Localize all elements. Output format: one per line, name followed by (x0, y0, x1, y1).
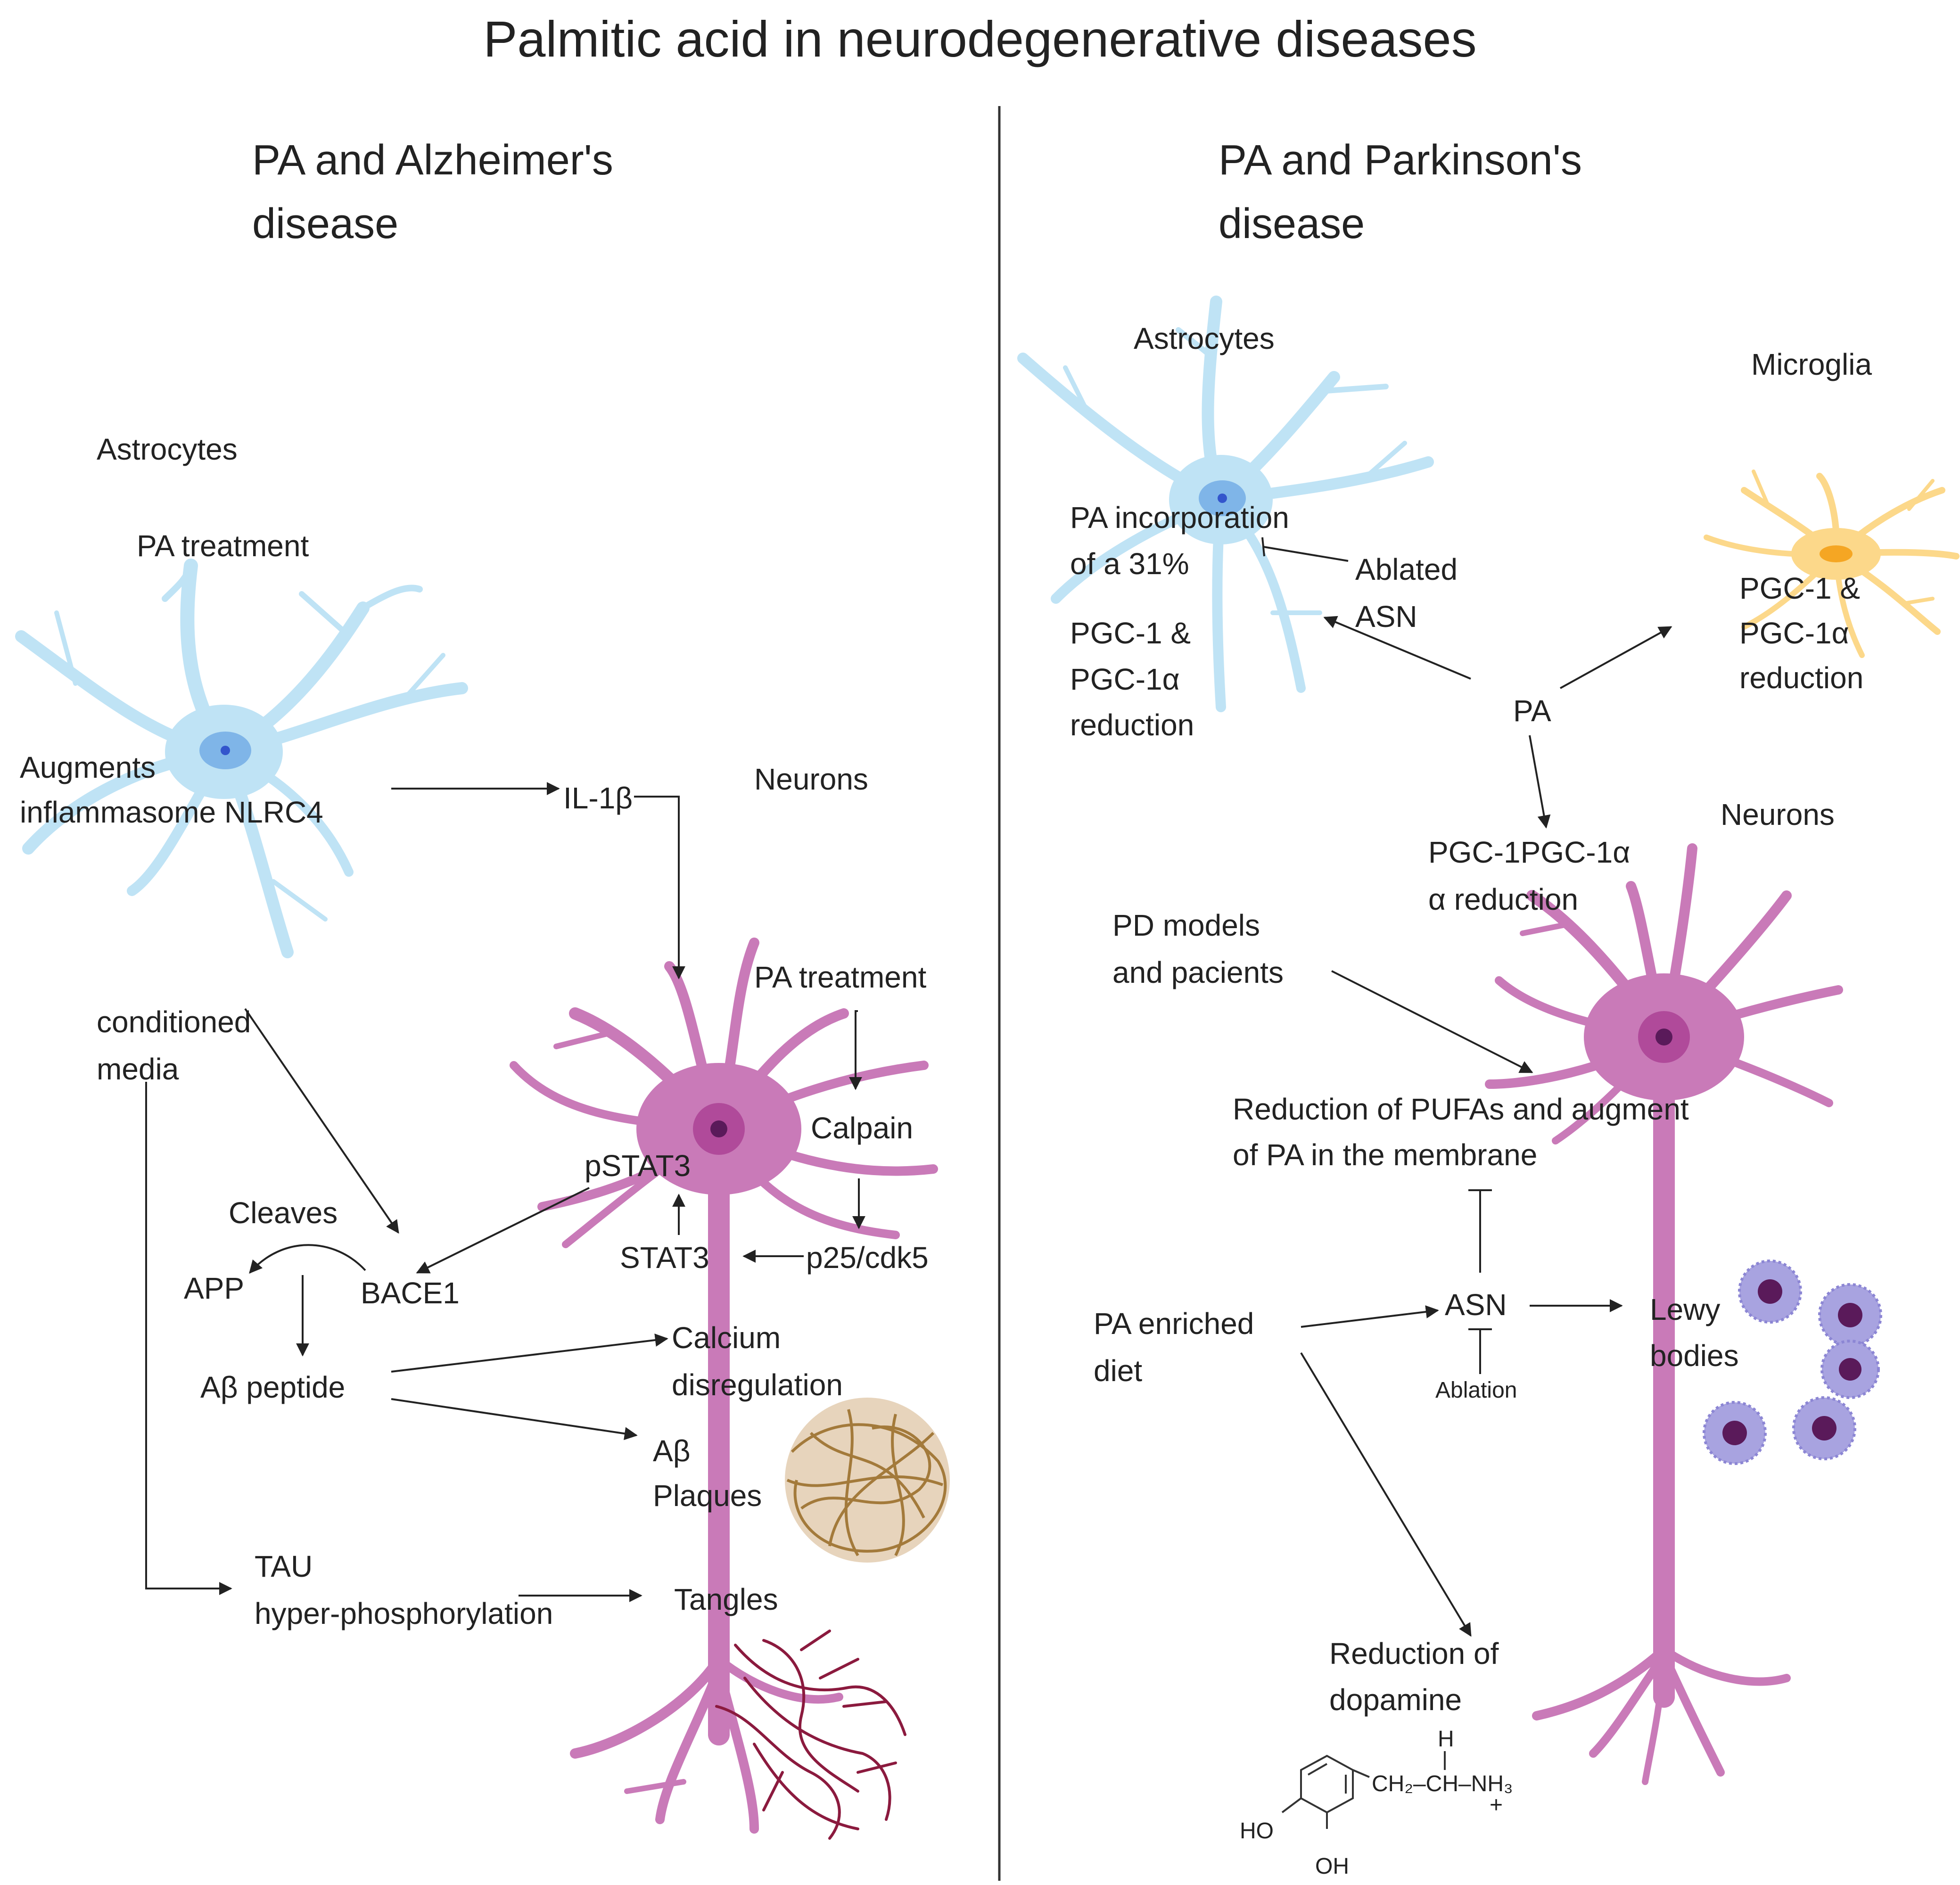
label-micro-pgc-line2: PGC-1α (1739, 616, 1849, 650)
label-tangles: Tangles (674, 1582, 778, 1616)
lewy-bodies-image (1703, 1259, 1882, 1465)
label-dopamine-line2: dopamine (1329, 1683, 1462, 1717)
label-incorporation-line2: of a 31% (1070, 547, 1189, 581)
label-astrocytes-left: Astrocytes (97, 432, 238, 466)
label-ablated-line1: Ablated (1355, 552, 1458, 586)
label-cleaves: Cleaves (229, 1196, 338, 1230)
label-pd-line1: PD models (1112, 908, 1260, 942)
dopamine-ho: HO (1240, 1819, 1274, 1844)
label-neuron-pgc-line1: PGC-1PGC-1α (1428, 835, 1630, 869)
parkinsons-arrows (1261, 537, 1672, 1637)
label-stat3: STAT3 (620, 1241, 709, 1275)
arrow-pa-to-neuron (1529, 735, 1551, 829)
label-pstat3: pSTAT3 (585, 1149, 691, 1183)
arrow-media-to-tau (145, 1082, 232, 1595)
label-lewy-line2: bodies (1650, 1339, 1739, 1373)
label-pa: PA (1513, 694, 1551, 728)
label-bace1: BACE1 (361, 1276, 460, 1310)
astrocyte-nucleolus-right (1218, 494, 1227, 503)
neuron-nucleolus-left (710, 1120, 727, 1137)
astrocyte-nucleolus-left (221, 746, 230, 755)
label-pa-treatment-neuron: PA treatment (754, 960, 926, 994)
label-il1b: IL-1β (563, 781, 633, 815)
label-micro-pgc-line1: PGC-1 & (1739, 571, 1860, 605)
label-ablated-line2: ASN (1355, 600, 1417, 634)
arrow-conditioned-to-bace1 (244, 1008, 399, 1234)
label-app: APP (184, 1271, 244, 1305)
parkinsons-heading-line1: PA and Parkinson's (1219, 137, 1582, 184)
label-microglia: Microglia (1751, 347, 1872, 381)
alzheimers-heading-line2: disease (252, 200, 398, 247)
dopamine-structure (1281, 1751, 1446, 1829)
alzheimers-heading-line1: PA and Alzheimer's (252, 137, 613, 184)
tangles-image (715, 1630, 906, 1840)
dopamine-chain: CH₂–CH–NH₃ (1372, 1771, 1513, 1796)
arrow-pd-to-neuron (1331, 970, 1533, 1073)
arrow-abeta-to-plaques (391, 1398, 638, 1441)
label-astro-pgc-line2: PGC-1α (1070, 662, 1180, 696)
label-lewy-line1: Lewy (1650, 1292, 1720, 1326)
label-calcium-line1: Calcium (672, 1321, 781, 1355)
label-pufa-line2: of PA in the membrane (1233, 1138, 1537, 1172)
alzheimers-arrows (145, 782, 865, 1602)
arrow-diet-to-asn (1301, 1305, 1439, 1328)
arrow-pa-to-astrocyte (1323, 616, 1471, 680)
label-ablation: Ablation (1435, 1378, 1517, 1403)
label-incorporation-line1: PA incorporation (1070, 501, 1289, 535)
label-plaques-line1: Aβ (653, 1434, 691, 1468)
label-p25-cdk5: p25/cdk5 (806, 1241, 929, 1275)
dopamine-plus: + (1490, 1793, 1503, 1818)
arrow-bace1-cleaves-app (249, 1244, 366, 1274)
label-micro-pgc-line3: reduction (1739, 661, 1863, 695)
label-pa-treatment-astrocyte: PA treatment (137, 529, 309, 563)
inhibit-ablated-asn-bar (1261, 537, 1265, 557)
alzheimers-panel: PA and Alzheimer's disease (15, 137, 950, 1840)
label-augments-line2: inflammasome NLRC4 (20, 795, 323, 829)
arrow-il1b-to-neuron (634, 796, 685, 980)
arrow-diet-to-dopamine (1300, 1352, 1472, 1637)
label-plaques-line2: Plaques (653, 1479, 762, 1513)
parkinsons-panel: PA and Parkinson's disease (1017, 137, 1960, 1879)
label-calpain: Calpain (811, 1111, 913, 1145)
inhibit-ablated-asn-to-astrocyte (1263, 546, 1349, 562)
arrow-pstat3-to-bace1 (416, 1187, 590, 1274)
label-astro-pgc-line1: PGC-1 & (1070, 616, 1191, 650)
label-tau-line2: hyper-phosphorylation (255, 1597, 553, 1630)
parkinsons-heading-line2: disease (1219, 200, 1365, 247)
label-neurons-left: Neurons (754, 762, 868, 796)
arrow-abeta-to-calcium (391, 1333, 668, 1373)
arrow-pa-to-microglia (1560, 626, 1672, 689)
label-diet-line2: diet (1094, 1354, 1142, 1388)
neuron-nucleolus-right (1655, 1029, 1672, 1045)
label-astro-pgc-line3: reduction (1070, 708, 1194, 742)
label-tau-line1: TAU (255, 1549, 313, 1583)
label-neurons-right: Neurons (1721, 798, 1835, 831)
label-abeta-peptide: Aβ peptide (200, 1370, 345, 1404)
label-neuron-pgc-line2: α reduction (1428, 882, 1578, 916)
abeta-plaque-image (785, 1398, 950, 1563)
label-pufa-line1: Reduction of PUFAs and augment (1233, 1092, 1689, 1126)
label-calcium-line2: disregulation (672, 1368, 843, 1402)
label-diet-line1: PA enriched (1094, 1307, 1254, 1341)
label-dopamine-line1: Reduction of (1329, 1637, 1499, 1671)
label-conditioned-line1: conditioned (97, 1005, 251, 1039)
figure-title: Palmitic acid in neurodegenerative disea… (483, 10, 1476, 67)
dopamine-oh: OH (1315, 1854, 1349, 1879)
label-asn: ASN (1445, 1288, 1507, 1322)
dopamine-h: H (1438, 1727, 1454, 1752)
label-augments-line1: Augments (20, 750, 156, 784)
label-conditioned-line2: media (97, 1052, 179, 1086)
arrow-pa-treatment-to-calpain (849, 1010, 862, 1090)
microglia-nucleus (1820, 545, 1853, 562)
label-pd-line2: and pacients (1112, 955, 1284, 989)
label-astrocytes-right: Astrocytes (1134, 321, 1275, 355)
